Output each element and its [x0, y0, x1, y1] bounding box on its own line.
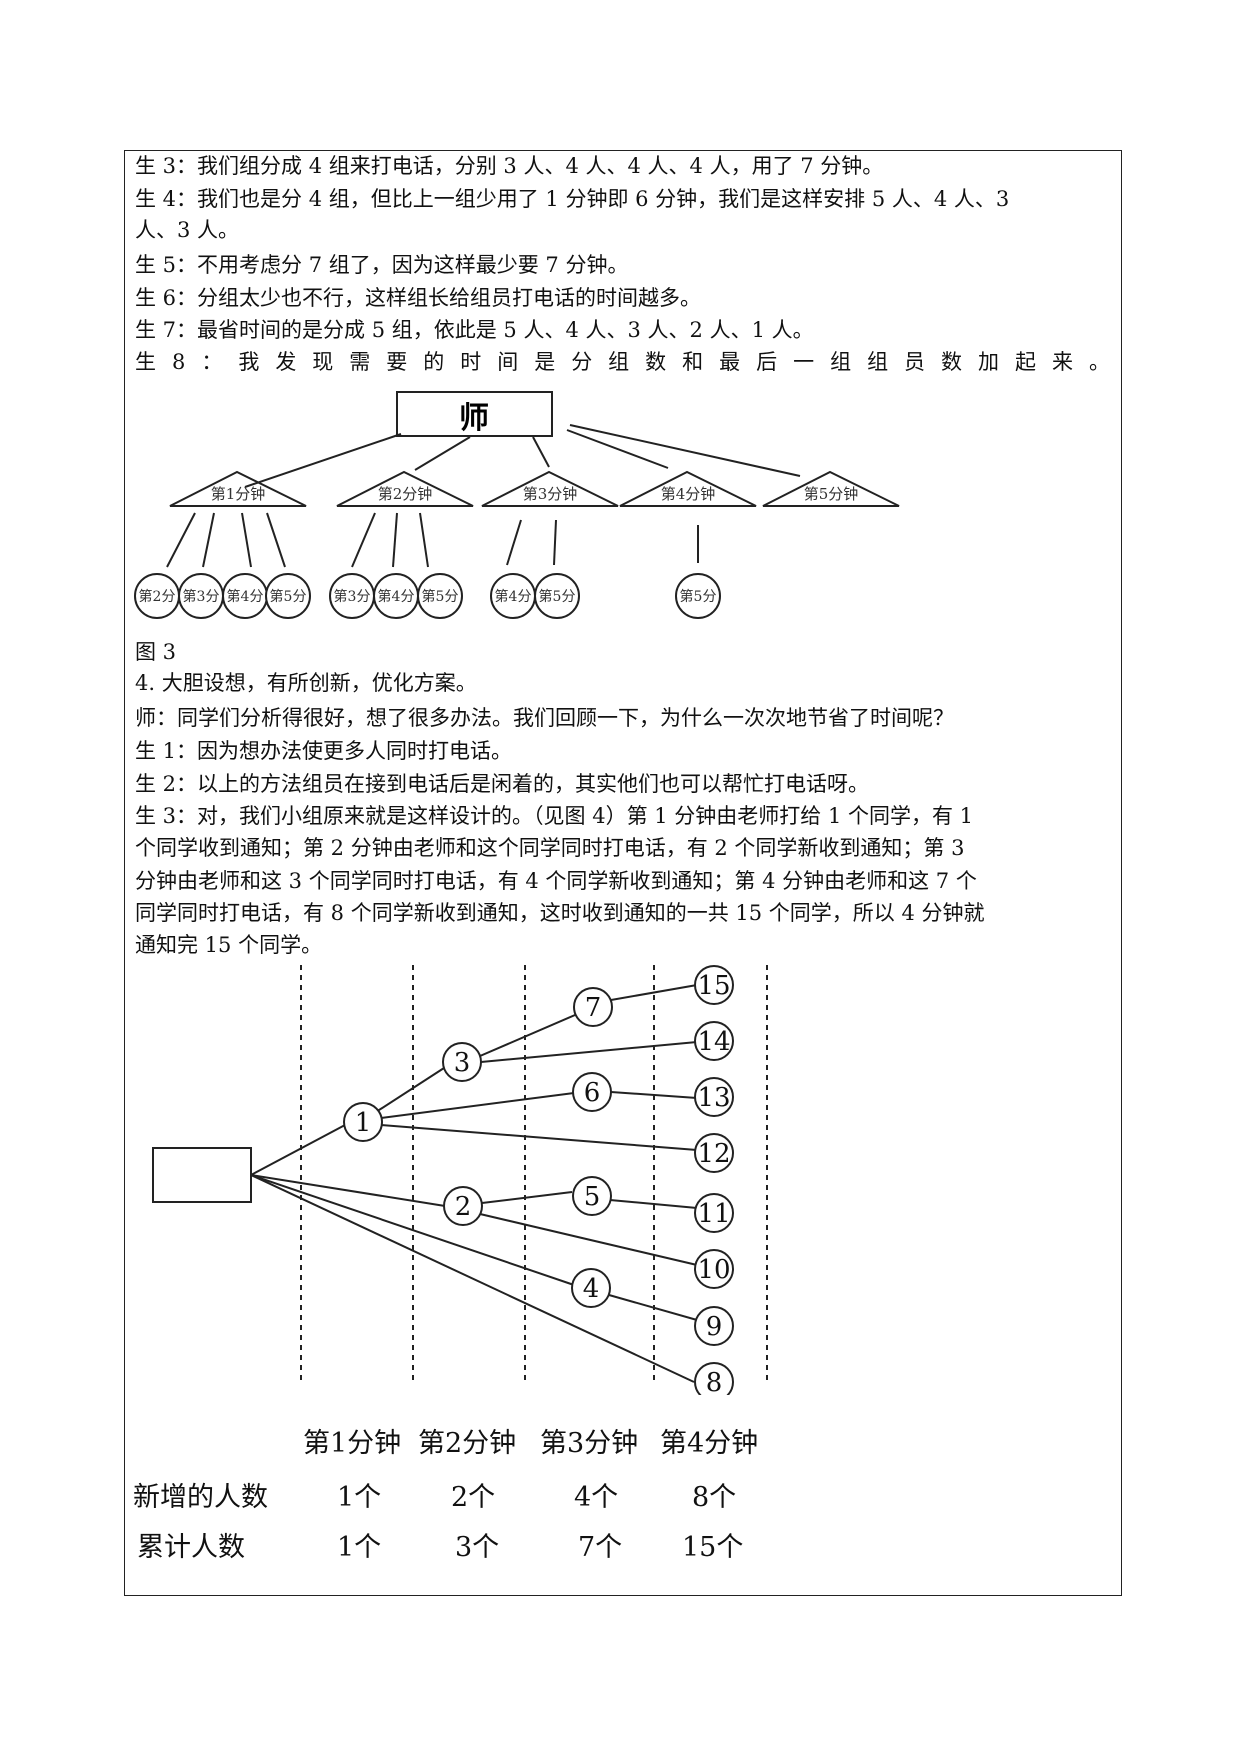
- row-value: 2个: [451, 1482, 496, 1513]
- row-label: 新增的人数: [133, 1482, 268, 1513]
- node-label: 6: [584, 1078, 601, 1108]
- node-label: 11: [697, 1199, 730, 1229]
- minute-labels: 第1分钟 第2分钟 第3分钟 第4分钟: [0, 1424, 1241, 1464]
- node-label: 2: [455, 1192, 472, 1222]
- paragraph-line: 个同学收到通知；第 2 分钟由老师和这个同学同时打电话，有 2 个同学新收到通知…: [135, 836, 965, 860]
- row-value: 7个: [578, 1532, 623, 1563]
- justified-char: 员: [904, 350, 926, 374]
- member-label: 第2分: [139, 588, 176, 605]
- paragraph-line: 生 3：我们组分成 4 组来打电话，分别 3 人、4 人、4 人、4 人，用了 …: [135, 154, 884, 178]
- minute-label: 第4分钟: [660, 1428, 759, 1459]
- minute-label: 第2分钟: [418, 1428, 517, 1459]
- justified-char: 的: [423, 350, 445, 374]
- justified-char: 组: [608, 350, 630, 374]
- node-label: 4: [583, 1274, 600, 1304]
- paragraph-line: 通知完 15 个同学。: [135, 933, 323, 957]
- row-value: 1个: [337, 1482, 382, 1513]
- justified-char: 要: [386, 350, 408, 374]
- row-value: 8个: [692, 1482, 737, 1513]
- paragraph-line: 生 3：对，我们小组原来就是这样设计的。（见图 4）第 1 分钟由老师打给 1 …: [135, 804, 974, 828]
- paragraph-line: 生 7：最省时间的是分成 5 组，依此是 5 人、4 人、3 人、2 人、1 人…: [135, 318, 814, 342]
- member-label: 第5分: [539, 588, 576, 605]
- paragraph-line: 生 2：以上的方法组员在接到电话后是闲着的，其实他们也可以帮忙打电话呀。: [135, 772, 870, 796]
- row-value: 15个: [682, 1532, 744, 1563]
- paragraph-line: 师：同学们分析得很好，想了很多办法。我们回顾一下，为什么一次次地节省了时间呢？: [135, 706, 954, 730]
- node-label: 3: [454, 1048, 471, 1078]
- member-label: 第3分: [183, 588, 220, 605]
- justified-char: 数: [645, 350, 667, 374]
- justified-char: 最: [719, 350, 741, 374]
- node-label: 10: [697, 1255, 730, 1285]
- justified-char: 是: [534, 350, 556, 374]
- table-row: 新增的人数 1个 2个 4个 8个: [0, 1478, 1241, 1518]
- justified-char: 起: [1015, 350, 1036, 374]
- node-label: 7: [585, 993, 602, 1023]
- member-label: 第4分: [495, 588, 532, 605]
- paragraph-line: 人、3 人。: [135, 218, 240, 242]
- justified-char: 时: [460, 350, 482, 374]
- justified-char: 组: [830, 350, 852, 374]
- teacher-label: 师: [459, 401, 489, 436]
- node-label: 1: [355, 1108, 372, 1138]
- node-label: 13: [697, 1083, 730, 1113]
- member-label: 第5分: [270, 588, 307, 605]
- member-label: 第4分: [227, 588, 264, 605]
- table-row: 累计人数 1个 3个 7个 15个: [0, 1528, 1241, 1568]
- justified-char: ：: [201, 350, 223, 374]
- node-label: 14: [697, 1027, 730, 1057]
- justified-char: 我: [238, 350, 260, 374]
- justified-char: 需: [349, 350, 371, 374]
- row-value: 3个: [455, 1532, 500, 1563]
- node-label: 12: [697, 1139, 730, 1169]
- justified-char: 数: [941, 350, 963, 374]
- group-label: 第1分钟: [211, 485, 266, 503]
- justified-char: 组: [867, 350, 889, 374]
- justified-char: 生: [135, 350, 156, 374]
- member-label: 第3分: [334, 588, 371, 605]
- paragraph-line: 同学同时打电话，有 8 个同学新收到通知，这时收到通知的一共 15 个同学，所以…: [135, 901, 985, 925]
- teacher-box: [396, 391, 553, 437]
- paragraph-line: 生 4：我们也是分 4 组，但比上一组少用了 1 分钟即 6 分钟，我们是这样安…: [135, 187, 1010, 211]
- node-label: 5: [584, 1182, 601, 1212]
- justified-char: 一: [793, 350, 815, 374]
- justified-char: 8: [171, 350, 186, 374]
- paragraph-line: 生 1：因为想办法使更多人同时打电话。: [135, 739, 513, 763]
- figure-caption: 图 3: [135, 640, 177, 664]
- paragraph-line: 生 6：分组太少也不行，这样组长给组员打电话的时间越多。: [135, 286, 702, 310]
- justified-char: 发: [275, 350, 297, 374]
- document-frame: [124, 150, 1122, 1596]
- teacher-box: [152, 1147, 252, 1203]
- group-label: 第5分钟: [804, 485, 859, 503]
- justified-char: 。: [1088, 350, 1110, 374]
- figure-3-diagram: 师 第1分钟 第2分钟 第3分钟 第4分钟 第5分钟 第2分 第3分 第4分 第…: [134, 391, 900, 619]
- group-label: 第4分钟: [661, 485, 716, 503]
- node-label: 8: [706, 1368, 723, 1395]
- minute-label: 第1分钟: [303, 1428, 402, 1459]
- node-label: 15: [697, 971, 730, 1001]
- justified-char: 现: [312, 350, 334, 374]
- justified-char: 和: [682, 350, 704, 374]
- group-label: 第3分钟: [523, 485, 578, 503]
- row-value: 1个: [337, 1532, 382, 1563]
- section-heading: 4. 大胆设想，有所创新，优化方案。: [135, 671, 477, 695]
- paragraph-line: 生 5：不用考虑分 7 组了，因为这样最少要 7 分钟。: [135, 253, 629, 277]
- justified-char: 来: [1051, 350, 1073, 374]
- group-label: 第2分钟: [378, 485, 433, 503]
- member-label: 第5分: [422, 588, 459, 605]
- member-label: 第4分: [378, 588, 415, 605]
- row-label: 累计人数: [137, 1532, 245, 1563]
- node-label: 9: [706, 1312, 723, 1342]
- justified-char: 后: [756, 350, 778, 374]
- paragraph-line: 分钟由老师和这 3 个同学同时打电话，有 4 个同学新收到通知；第 4 分钟由老…: [135, 869, 977, 893]
- minute-label: 第3分钟: [540, 1428, 639, 1459]
- member-label: 第5分: [680, 588, 717, 605]
- row-value: 4个: [574, 1482, 619, 1513]
- justified-char: 间: [497, 350, 519, 374]
- justified-char: 分: [571, 350, 593, 374]
- figure-4-tree: 1 2 3 4 5 6 7 8 9 10 11 12 13 14 15: [152, 965, 768, 1395]
- justified-char: 加: [978, 350, 1000, 374]
